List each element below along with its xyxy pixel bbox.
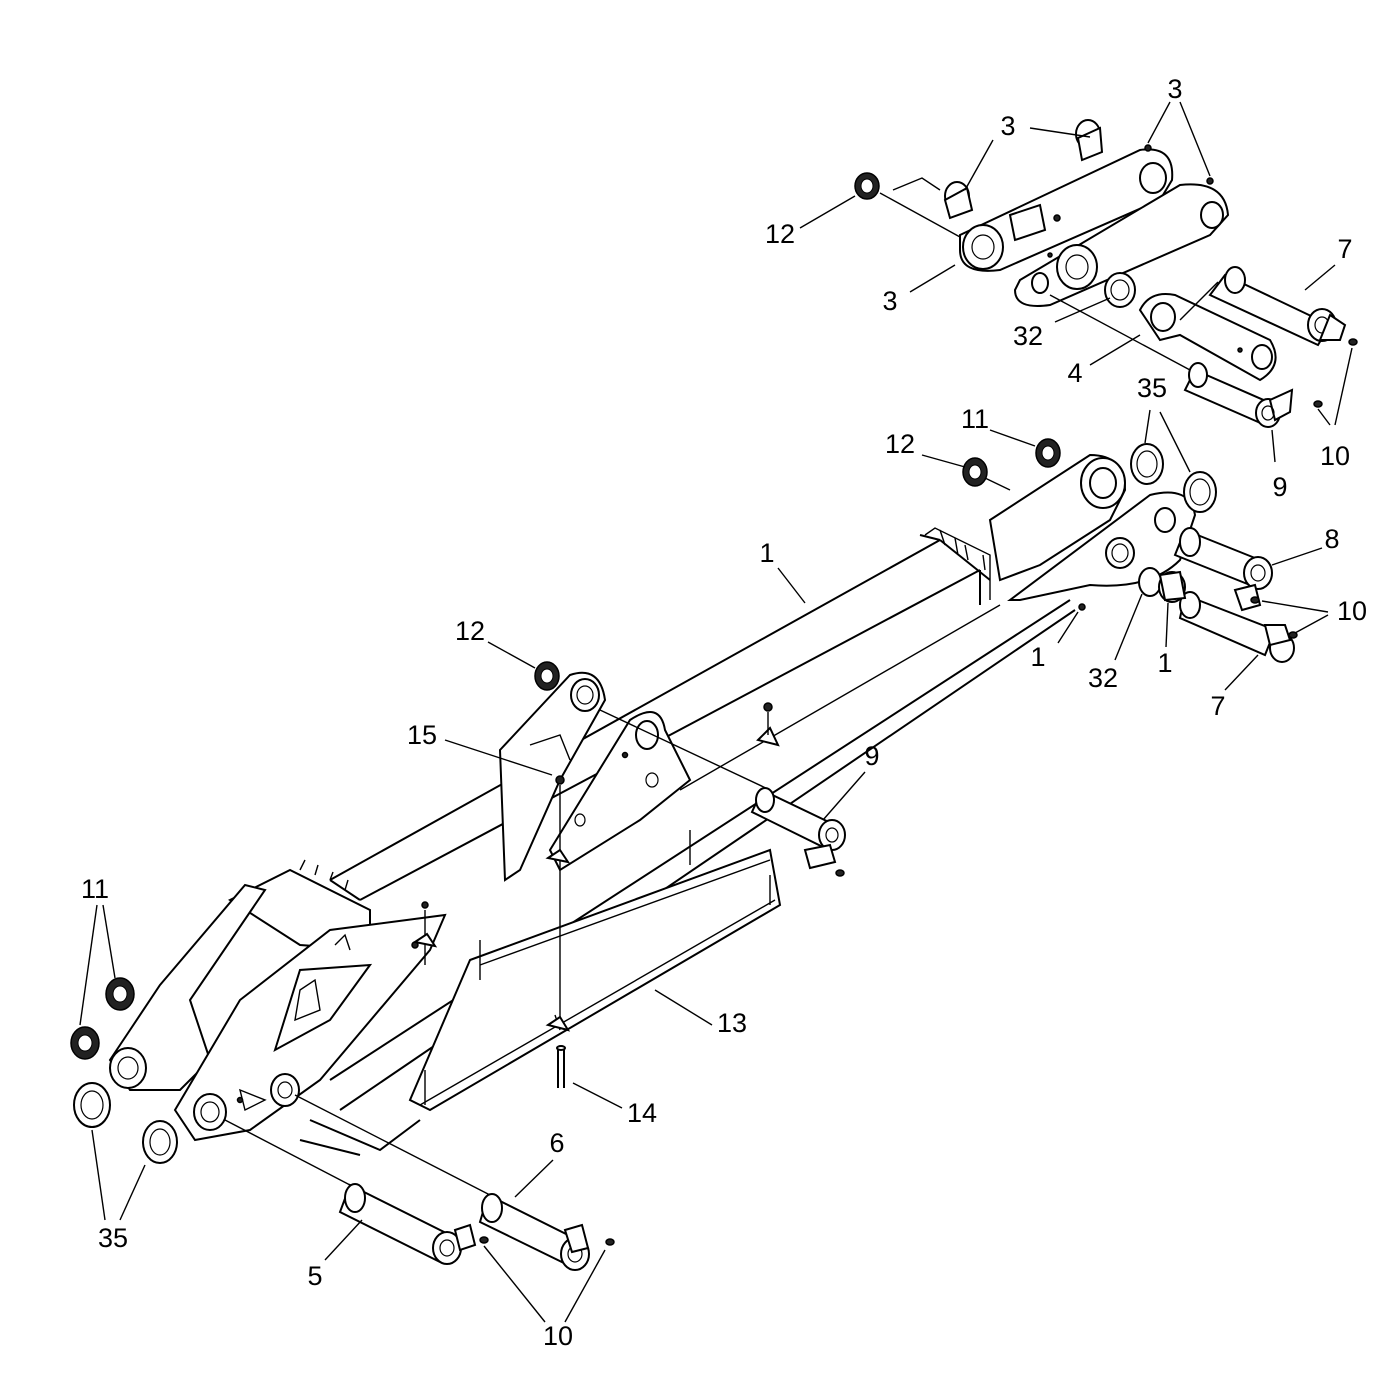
callout-4: 4 bbox=[1067, 358, 1082, 388]
callout-3: 3 bbox=[1000, 111, 1015, 141]
callout-14: 14 bbox=[627, 1098, 657, 1128]
callout-15: 15 bbox=[407, 720, 437, 750]
callout-12: 12 bbox=[765, 219, 795, 249]
callout-7: 7 bbox=[1337, 234, 1352, 264]
callout-32: 32 bbox=[1088, 663, 1118, 693]
callout-10: 10 bbox=[543, 1321, 573, 1351]
callout-1: 1 bbox=[759, 538, 774, 568]
callout-3: 3 bbox=[882, 286, 897, 316]
callout-10: 10 bbox=[1337, 596, 1367, 626]
foot-pin-set bbox=[70, 977, 615, 1271]
callout-11: 11 bbox=[961, 404, 989, 434]
callout-5: 5 bbox=[307, 1261, 322, 1291]
callout-7: 7 bbox=[1210, 691, 1225, 721]
link-assembly bbox=[854, 119, 1358, 428]
callout-9: 9 bbox=[864, 741, 879, 771]
mid-pin-set bbox=[534, 661, 846, 877]
leader-lines bbox=[79, 101, 1353, 1323]
callout-35: 35 bbox=[98, 1223, 128, 1253]
callout-labels: 3 3 12 3 7 32 4 35 11 12 10 9 8 1 10 12 … bbox=[81, 74, 1367, 1351]
callout-11: 11 bbox=[81, 874, 109, 904]
callout-12: 12 bbox=[885, 429, 915, 459]
tip-pin-set bbox=[962, 438, 1298, 663]
callout-35: 35 bbox=[1137, 373, 1167, 403]
callout-13: 13 bbox=[717, 1008, 747, 1038]
callout-10: 10 bbox=[1320, 441, 1350, 471]
boom-assembly bbox=[108, 453, 1197, 1156]
callout-9: 9 bbox=[1272, 472, 1287, 502]
callout-8: 8 bbox=[1324, 524, 1339, 554]
callout-32: 32 bbox=[1013, 321, 1043, 351]
callout-6: 6 bbox=[549, 1128, 564, 1158]
callout-12: 12 bbox=[455, 616, 485, 646]
callout-1: 1 bbox=[1157, 648, 1172, 678]
callout-1: 1 bbox=[1030, 642, 1045, 672]
callout-3: 3 bbox=[1167, 74, 1182, 104]
